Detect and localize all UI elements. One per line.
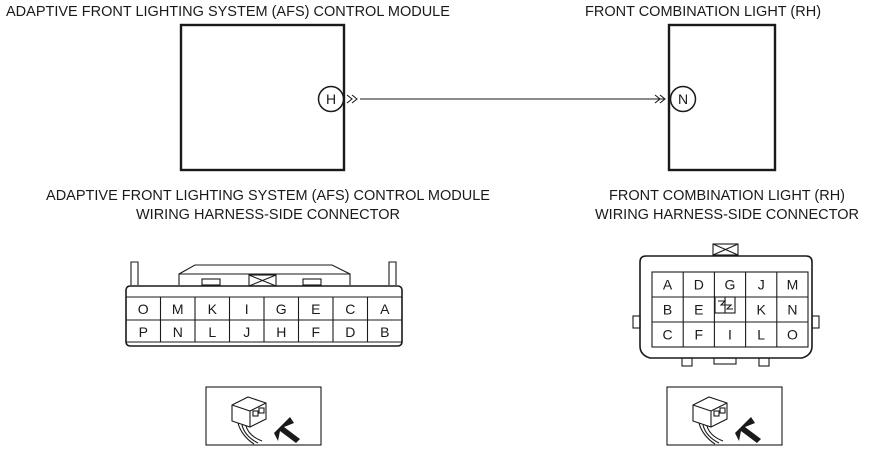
- afs-pin-l: L: [208, 324, 216, 340]
- light-connector-chevron-icon: [654, 94, 666, 104]
- afs-pin-k: K: [208, 301, 218, 317]
- afs-pin-e: E: [311, 301, 320, 317]
- light-pin-l: L: [757, 327, 765, 343]
- afs-connector-title-line1: ADAPTIVE FRONT LIGHTING SYSTEM (AFS) CON…: [46, 188, 490, 204]
- afs-pin-c: C: [345, 301, 355, 317]
- light-pin-a: A: [663, 277, 673, 293]
- afs-module-box: [179, 23, 346, 172]
- afs-pin-p: P: [139, 324, 148, 340]
- afs-harness-connector: O M K I G E C A P N L J H F D B: [125, 261, 403, 347]
- afs-connector-title-line2: WIRING HARNESS-SIDE CONNECTOR: [136, 207, 400, 223]
- light-pin-j: J: [758, 277, 765, 293]
- afs-pin-j: J: [243, 324, 250, 340]
- light-harness-side-view-icon: [666, 386, 783, 446]
- light-connector-title-line1: FRONT COMBINATION LIGHT (RH): [609, 188, 845, 204]
- light-pin-e: E: [694, 302, 703, 318]
- terminal-n-label: N: [678, 91, 688, 107]
- afs-pin-n: N: [173, 324, 183, 340]
- afs-pin-h: H: [276, 324, 286, 340]
- front-light-title: FRONT COMBINATION LIGHT (RH): [585, 4, 821, 20]
- terminal-n: N: [669, 85, 697, 113]
- afs-pin-g: G: [276, 301, 287, 317]
- light-pin-g: G: [725, 277, 736, 293]
- afs-pin-m: M: [172, 301, 184, 317]
- key-symbol-icon: [714, 296, 736, 314]
- light-pin-o: O: [787, 327, 798, 343]
- light-pin-d: D: [694, 277, 704, 293]
- light-pin-c: C: [663, 327, 673, 343]
- afs-harness-side-view-icon: [205, 386, 322, 446]
- afs-pin-f: F: [311, 324, 320, 340]
- light-pin-n: N: [787, 302, 797, 318]
- light-pin-k: K: [757, 302, 767, 318]
- light-connector-title-line2: WIRING HARNESS-SIDE CONNECTOR: [595, 207, 859, 223]
- light-harness-connector: A D G J M B E K N C F I L O: [632, 243, 820, 367]
- light-pin-i: I: [728, 327, 732, 343]
- afs-pin-i: I: [245, 301, 249, 317]
- terminal-h: H: [317, 85, 345, 113]
- afs-pin-d: D: [345, 324, 355, 340]
- light-pin-b: B: [663, 302, 672, 318]
- afs-connector-chevron-icon: [346, 94, 358, 104]
- afs-pin-b: B: [380, 324, 389, 340]
- afs-pin-o: O: [138, 301, 149, 317]
- afs-pin-a: A: [380, 301, 390, 317]
- afs-module-title: ADAPTIVE FRONT LIGHTING SYSTEM (AFS) CON…: [6, 4, 450, 20]
- light-pin-m: M: [787, 277, 799, 293]
- light-pin-f: F: [695, 327, 704, 343]
- terminal-h-label: H: [326, 91, 336, 107]
- lock-x-icon: [712, 243, 739, 256]
- lock-x-icon: [248, 274, 277, 287]
